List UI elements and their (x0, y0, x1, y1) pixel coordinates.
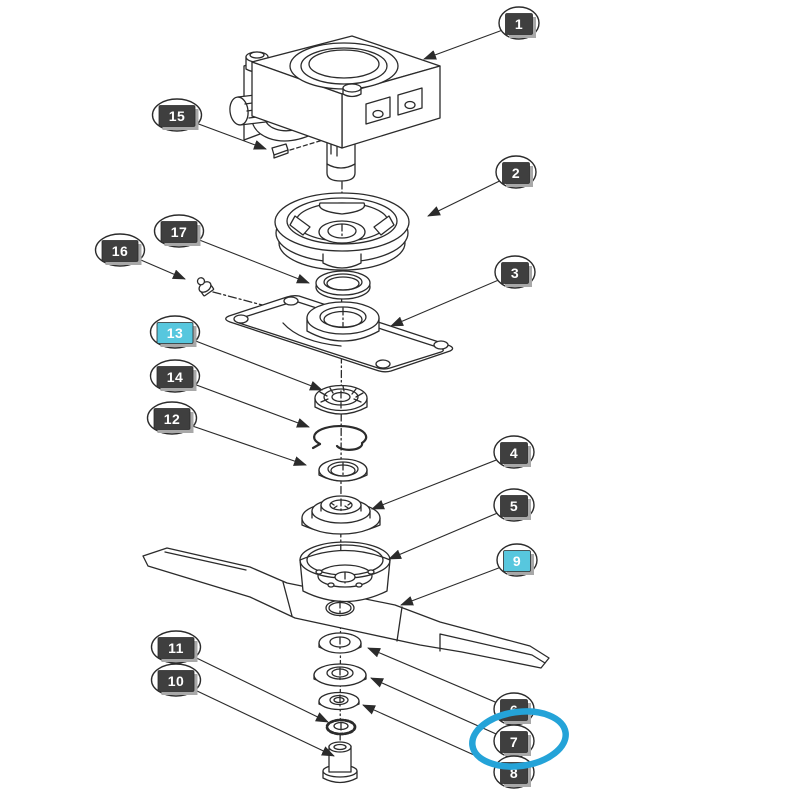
leader-lines (119, 23, 520, 774)
callout-17[interactable]: 17 (153, 214, 205, 248)
part-key (271, 143, 289, 159)
callout-number-17: 17 (171, 224, 188, 240)
callout-number-15: 15 (169, 108, 186, 124)
part-blade-hub (301, 495, 381, 535)
part-spacer-ring (315, 270, 371, 300)
callout-box-11 (157, 637, 195, 659)
callout-number-8: 8 (510, 765, 518, 781)
part-mounting-plate (225, 295, 454, 373)
leader-line-5 (388, 505, 515, 560)
callout-15[interactable]: 15 (151, 98, 203, 132)
callout-box-14 (156, 366, 194, 388)
callout-number-10: 10 (168, 673, 185, 689)
callout-box-12 (153, 408, 191, 430)
callout-5[interactable]: 5 (493, 488, 535, 522)
callout-number-3: 3 (511, 265, 519, 281)
callout-number-14: 14 (167, 369, 184, 385)
callout-number-4: 4 (510, 445, 518, 461)
callout-11[interactable]: 11 (150, 630, 202, 664)
callout-2[interactable]: 2 (495, 155, 537, 189)
callout-box-17 (160, 221, 198, 243)
leader-line-4 (371, 452, 515, 510)
callout-number-11: 11 (168, 640, 184, 656)
part-gearbox (229, 35, 441, 182)
leader-line-10 (175, 680, 335, 757)
callout-box-13 (156, 322, 194, 344)
leader-line-17 (178, 231, 310, 284)
leader-line-11 (175, 647, 329, 723)
callout-8[interactable]: 8 (493, 755, 535, 789)
exploded-view-artwork (142, 35, 550, 784)
callout-number-2: 2 (512, 165, 520, 181)
leader-line-12 (171, 418, 307, 466)
zerk-dashed-line (212, 291, 324, 322)
callout-number-5: 5 (510, 498, 518, 514)
callout-12[interactable]: 12 (146, 401, 198, 435)
part-blade (142, 547, 550, 669)
leader-line-6 (367, 647, 515, 711)
leader-line-7 (370, 677, 515, 743)
key-dashed-line (289, 139, 324, 151)
callout-number-1: 1 (515, 16, 523, 32)
callout-4[interactable]: 4 (493, 435, 535, 469)
part-cup-washer (318, 691, 360, 711)
callout-number-12: 12 (164, 411, 181, 427)
part-grease-zerk (196, 277, 215, 297)
leader-line-14 (174, 376, 310, 428)
part-bearing (314, 384, 368, 415)
part-blade-bolt (322, 741, 358, 784)
callout-box-16 (101, 240, 139, 262)
selection-highlight (469, 708, 569, 770)
leader-line-3 (390, 272, 516, 327)
callout-number-7: 7 (510, 734, 518, 750)
callout-number-16: 16 (112, 243, 129, 259)
callout-13[interactable]: 13 (149, 315, 201, 349)
callout-10[interactable]: 10 (150, 663, 202, 697)
callout-1[interactable]: 1 (498, 6, 540, 40)
callout-number-13: 13 (167, 325, 184, 341)
callout-16[interactable]: 16 (94, 233, 146, 267)
callout-box-2 (502, 162, 530, 184)
callout-box-5 (500, 495, 528, 517)
leader-line-9 (400, 560, 518, 606)
leader-line-13 (174, 332, 323, 391)
callout-box-9 (503, 550, 531, 572)
callout-box-3 (501, 262, 529, 284)
callout-box-15 (158, 105, 196, 127)
callout-9[interactable]: 9 (496, 543, 538, 577)
callout-14[interactable]: 14 (149, 359, 201, 393)
callout-3[interactable]: 3 (494, 255, 536, 289)
callout-box-4 (500, 442, 528, 464)
callout-box-7 (500, 731, 528, 753)
callout-box-1 (505, 13, 533, 35)
callout-7[interactable]: 7 (493, 724, 535, 758)
callout-box-10 (157, 670, 195, 692)
callout-number-9: 9 (513, 553, 521, 569)
part-pulley (274, 192, 410, 271)
selection-circle (469, 708, 569, 770)
part-snap-ring (311, 424, 368, 451)
axis-overlay-segments (339, 223, 346, 733)
